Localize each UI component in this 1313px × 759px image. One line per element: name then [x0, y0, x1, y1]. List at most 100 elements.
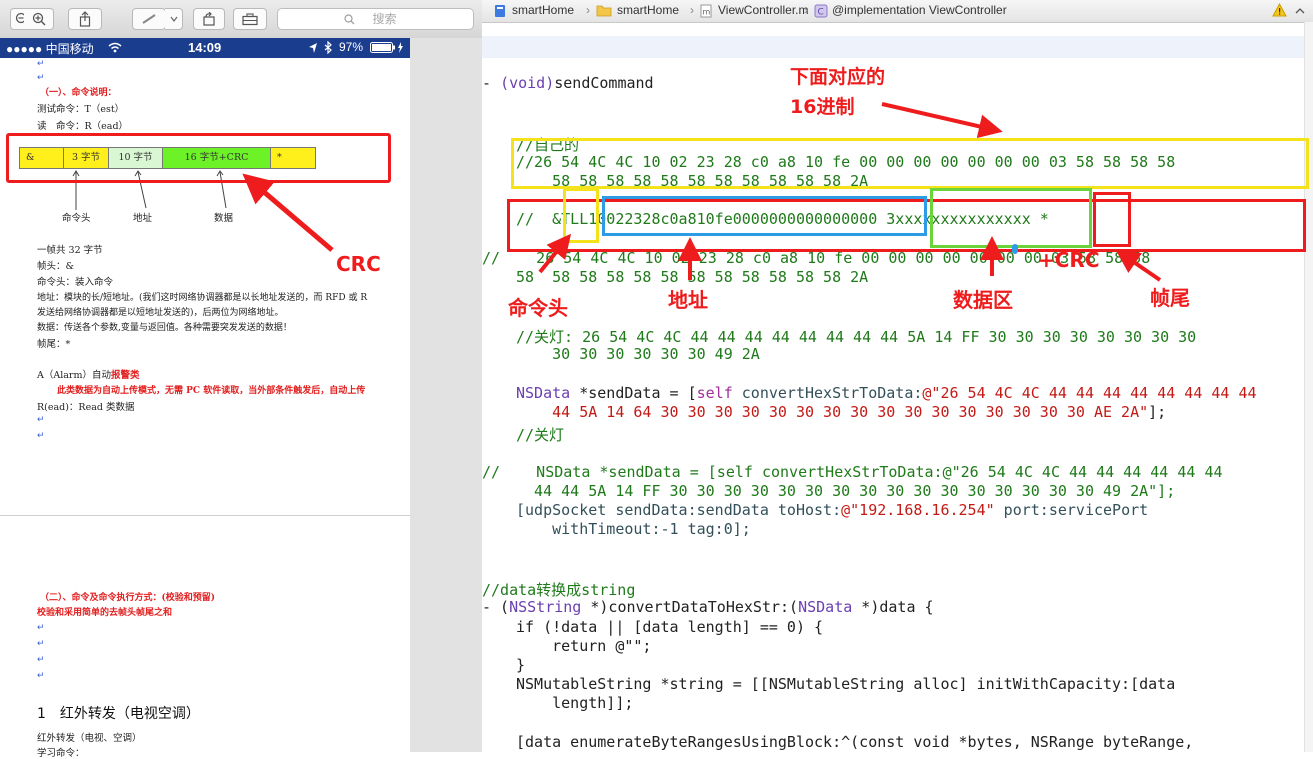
read-command-text: 读 命令：R（ead） — [37, 121, 129, 132]
page-break — [0, 515, 410, 516]
annotation-hex-caption-1: 下面对应的 — [790, 66, 886, 88]
code-editor[interactable] — [482, 0, 1313, 752]
code-token: NSData — [516, 384, 571, 402]
code-token: convertHexStrToData: — [732, 384, 923, 402]
breadcrumb-file[interactable]: ViewController.m — [718, 3, 809, 17]
breadcrumb-symbol[interactable]: @implementation ViewController — [832, 3, 1007, 17]
frame-label-command-head: 命令头 — [62, 213, 91, 224]
frame-total-text: 一帧共 32 字节 — [37, 245, 103, 256]
paragraph-mark: ↵ — [37, 638, 45, 648]
paragraph-mark: ↵ — [37, 670, 45, 680]
code-token: 10022328c0a810fe0000000000000000 — [588, 210, 878, 228]
toolbox-icon — [242, 13, 258, 26]
frame-pointer-arrows — [72, 170, 227, 210]
frame-cell-text: 16 字节+CRC — [184, 152, 249, 163]
code-token: NSString — [509, 598, 582, 616]
code-token: *sendData = [ — [570, 384, 697, 402]
code-line: if (!data || [data length] == 0) { — [516, 618, 824, 636]
data-text: 数据：传送各个参数,变量与返回值。各种需要突发发送的数据！ — [37, 323, 292, 333]
code-token: [udpSocket sendData:sendData toHost: — [516, 501, 842, 519]
address-text: 地址：模块的长/短地址。(我们这时网络协调器都是以长地址发送的，而 RFD 或 … — [37, 293, 368, 303]
breadcrumb-separator: › — [690, 3, 694, 17]
battery-icon — [370, 42, 403, 53]
search-placeholder: 搜索 — [372, 12, 397, 26]
ir-heading: 1 红外转发（电视空调） — [37, 706, 200, 722]
code-comment: //关灯 — [516, 426, 565, 444]
code-comment: 44 44 5A 14 FF 30 30 30 30 30 30 30 30 3… — [516, 482, 1176, 500]
code-token: port:servicePort — [994, 501, 1149, 519]
code-token: *)convertDataToHexStr:( — [581, 598, 799, 616]
test-command-text: 测试命令：T（est） — [37, 104, 125, 115]
frame-label-address: 地址 — [133, 213, 153, 224]
clock-label: 14:09 — [188, 40, 222, 55]
code-line: return @""; — [516, 637, 652, 655]
code-token: - ( — [482, 598, 510, 616]
code-token: *)data { — [852, 598, 934, 616]
file-m-icon: m — [700, 4, 712, 18]
code-comment: 58 58 58 58 58 58 58 58 58 58 58 2A — [516, 172, 869, 190]
alarm-prefix: A（Alarm）自动 — [37, 370, 111, 381]
annotation-address: 地址 — [668, 288, 708, 312]
code-comment: //关灯: 26 54 4C 4C 44 44 44 44 44 44 44 4… — [516, 328, 1197, 346]
code-line: 44 5A 14 64 30 30 30 30 30 30 30 30 30 3… — [516, 403, 1166, 421]
frame-cell-text: & — [26, 152, 35, 163]
code-comment: // NSData *sendData = [self convertHexSt… — [482, 463, 1223, 481]
document-background — [410, 38, 482, 752]
paragraph-mark: ↵ — [37, 654, 45, 664]
rotate-button[interactable] — [193, 8, 225, 30]
section2-note: 校验和采用简单的去帧头帧尾之和 — [37, 608, 173, 618]
warning-icon[interactable] — [1272, 3, 1287, 17]
class-icon: C — [814, 4, 828, 18]
code-line: [data enumerateByteRangesUsingBlock:^(co… — [516, 733, 1194, 751]
wifi-icon — [108, 42, 122, 53]
code-comment: //26 54 4C 4C 10 02 23 28 c0 a8 10 fe 00… — [516, 153, 1176, 171]
preview-toolbar: 搜索 — [0, 0, 482, 39]
project-icon — [495, 5, 505, 17]
markup-menu-button[interactable] — [165, 8, 183, 30]
location-icon — [309, 43, 317, 53]
share-button[interactable] — [68, 8, 102, 30]
bluetooth-icon — [324, 41, 332, 54]
code-line: length]]; — [516, 694, 634, 712]
breadcrumb-project[interactable]: smartHome — [512, 3, 575, 17]
paragraph-mark: ↵ — [37, 622, 45, 632]
pen-icon — [142, 14, 156, 24]
section2-title: （二）、命令及命令执行方式：(校验和预留) — [40, 593, 216, 603]
code-token: - — [482, 74, 501, 92]
toolbox-button[interactable] — [233, 8, 267, 30]
code-comment: //data转换成string — [482, 581, 636, 599]
code-token: self — [696, 384, 733, 402]
annotation-command-head: 命令头 — [508, 296, 568, 320]
line-highlight — [482, 36, 1313, 58]
battery-percent: 97% — [339, 40, 364, 54]
code-token: sendCommand — [554, 74, 654, 92]
code-comment: // &TLL10022328c0a810fe0000000000000000 … — [516, 210, 1049, 228]
code-token: NSData — [798, 598, 853, 616]
code-token: @"192.168.16.254" — [841, 501, 995, 519]
code-comment: 58 58 58 58 58 58 58 58 58 58 58 58 2A — [516, 268, 869, 286]
folder-icon — [596, 5, 612, 17]
chevron-up-icon[interactable] — [1294, 5, 1306, 17]
carrier-label: ●●●●● 中国移动 — [6, 42, 94, 56]
code-line: - (NSString *)convertDataToHexStr:(NSDat… — [482, 598, 934, 616]
zoom-in-button[interactable] — [24, 8, 54, 30]
code-token: ]; — [1148, 403, 1167, 421]
scroll-gutter[interactable] — [1304, 22, 1313, 752]
paragraph-mark: ↵ — [37, 430, 45, 440]
chevron-down-icon — [170, 16, 177, 22]
paragraph-mark: ↵ — [37, 72, 45, 82]
breadcrumb-group[interactable]: smartHome — [617, 3, 680, 17]
alarm-text: A（Alarm）自动报警类 — [37, 367, 140, 381]
search-input[interactable]: 搜索 — [277, 8, 474, 30]
cursor-marker — [1012, 244, 1018, 254]
read-class-text: R(ead)：Read 类数据 — [37, 402, 135, 413]
code-line: [udpSocket sendData:sendData toHost:@"19… — [516, 501, 1148, 519]
annotation-hex-caption-2: 16进制 — [790, 96, 855, 118]
annotation-crc-plus: +CRC — [1038, 248, 1100, 272]
frame-cell-text: 10 字节 — [118, 152, 153, 163]
paragraph-mark: ↵ — [37, 58, 45, 68]
annotation-tail: 帧尾 — [1150, 286, 1190, 310]
frame-cell-text: 3 字节 — [71, 152, 101, 163]
zoom-in-icon — [32, 12, 46, 26]
frame-cell-text: * — [277, 152, 282, 163]
